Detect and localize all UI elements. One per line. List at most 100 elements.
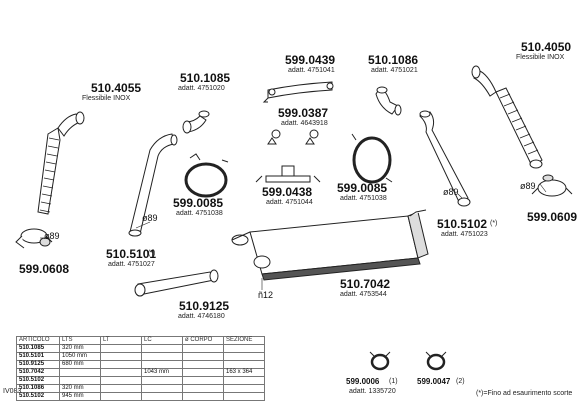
part-code-599-0439: 599.0439 — [285, 53, 336, 67]
col-header: LT — [100, 336, 142, 345]
table-cell — [141, 384, 183, 393]
table-cell — [182, 352, 224, 361]
table-cell: 320 mm — [59, 344, 101, 353]
part-sub-599-0085-right: adatt. 4751038 — [340, 195, 387, 202]
band-clamp-right — [351, 133, 393, 184]
part-code-510-7042: 510.7042 — [340, 277, 391, 291]
star-510-5102: (*) — [490, 220, 498, 227]
table-cell — [223, 384, 265, 393]
table-cell — [59, 376, 101, 385]
table-cell — [100, 376, 142, 385]
table-cell — [182, 360, 224, 369]
band-clamp-left — [184, 153, 229, 198]
part-code-510-5101: 510.5101 — [106, 247, 157, 261]
col-header: LC — [141, 336, 183, 345]
part-sub-510-1085: adatt. 4751020 — [178, 85, 225, 92]
table-cell: 945 mm — [59, 392, 101, 401]
table-cell: 680 mm — [59, 360, 101, 369]
flexible-pipe-left — [37, 111, 85, 215]
table-cell-article: 510.5102 — [16, 376, 60, 385]
table-row: 510.7042 1043 mm 163 x 364 — [16, 368, 265, 377]
hangers-599-0387 — [267, 129, 319, 145]
table-cell — [100, 368, 142, 377]
diameter-112: ñ12 — [258, 290, 274, 300]
bracket-599-0438 — [255, 165, 321, 183]
table-cell-article: 510.1085 — [16, 344, 60, 353]
table-cell: 163 x 364 — [223, 368, 265, 377]
muffler-510-7042 — [231, 209, 429, 281]
part-sub-599-0439: adatt. 4751041 — [288, 67, 335, 74]
table-cell — [59, 368, 101, 377]
part-code-510-5102: 510.5102 — [437, 217, 488, 231]
table-cell — [182, 392, 224, 401]
table-cell-article: 510.9125 — [16, 360, 60, 369]
flexible-pipe-right — [471, 65, 543, 169]
table-cell — [141, 352, 183, 361]
table-cell — [100, 352, 142, 361]
col-header: ARTICOLO — [16, 336, 60, 345]
part-code-599-0047: 599.0047 — [417, 377, 451, 386]
table-cell — [223, 376, 265, 385]
diameter-89-right-clamp: ø89 — [520, 181, 536, 191]
table-cell — [223, 360, 265, 369]
col-header: SEZIONE — [223, 336, 265, 345]
sup-599-0006: (1) — [389, 378, 398, 385]
part-sub-510-1086: adatt. 4751021 — [371, 67, 418, 74]
table-cell: 1043 mm — [141, 368, 183, 377]
table-cell — [182, 344, 224, 353]
col-header: ø CORPO — [182, 336, 224, 345]
diagram-code: IV083 — [3, 388, 22, 395]
part-code-599-0608: 599.0608 — [19, 262, 70, 276]
table-cell-article: 510.5101 — [16, 352, 60, 361]
clamp-right — [531, 174, 573, 197]
footnote: (*)=Fino ad esaurimento scorte — [476, 390, 573, 397]
table-cell — [223, 344, 265, 353]
part-code-599-0006: 599.0006 — [346, 377, 380, 386]
part-code-599-0609: 599.0609 — [527, 210, 578, 224]
table-cell — [141, 360, 183, 369]
table-header-row: ARTICOLO LTS LT LC ø CORPO SEZIONE — [16, 336, 265, 345]
part-code-510-4055: 510.4055 — [91, 81, 142, 95]
table-cell: 320 mm — [59, 384, 101, 393]
part-sub-510-5102: adatt. 4751023 — [441, 231, 488, 238]
part-sub-510-9125: adatt. 4746180 — [178, 313, 225, 320]
col-header: LTS — [59, 336, 101, 345]
table-row: 510.5102 — [16, 376, 265, 385]
part-code-510-9125: 510.9125 — [179, 299, 230, 313]
part-sub-599-0006: adatt. 1335720 — [349, 388, 396, 395]
part-code-599-0387: 599.0387 — [278, 106, 329, 120]
table-cell-article: 510.5102 — [16, 392, 60, 401]
diameter-89-left-clamp: ø89 — [44, 231, 60, 241]
table-cell-article: 510.7042 — [16, 368, 60, 377]
pipe-510-5101 — [128, 133, 178, 237]
elbow-510-1086 — [375, 86, 402, 116]
dimensions-table: ARTICOLO LTS LT LC ø CORPO SEZIONE 510.1… — [16, 336, 265, 401]
diameter-89-left-pipe: ø89 — [142, 213, 158, 223]
table-cell: 1050 mm — [59, 352, 101, 361]
part-code-599-0085-right: 599.0085 — [337, 181, 388, 195]
part-sub-599-0387: adatt. 4643918 — [281, 120, 328, 127]
part-code-599-0085-left: 599.0085 — [173, 196, 224, 210]
table-cell — [100, 392, 142, 401]
part-code-599-0438: 599.0438 — [262, 185, 313, 199]
clamp-599-0047 — [425, 351, 447, 371]
table-cell — [182, 368, 224, 377]
elbow-510-1085 — [182, 110, 210, 134]
table-cell — [223, 352, 265, 361]
table-cell — [182, 384, 224, 393]
part-sub-510-7042: adatt. 4753544 — [340, 291, 387, 298]
diameter-89-right-pipe: ø89 — [443, 187, 459, 197]
tailpipe-510-9125 — [134, 269, 219, 297]
table-cell — [141, 376, 183, 385]
table-cell — [223, 392, 265, 401]
part-code-510-1085: 510.1085 — [180, 71, 231, 85]
part-sub-510-4055: Flessibile INOX — [82, 95, 131, 102]
table-cell — [182, 376, 224, 385]
star-510-5101: (*) — [148, 250, 156, 257]
pipe-510-5102 — [419, 110, 471, 207]
table-cell — [100, 360, 142, 369]
clamp-599-0006 — [369, 351, 391, 371]
